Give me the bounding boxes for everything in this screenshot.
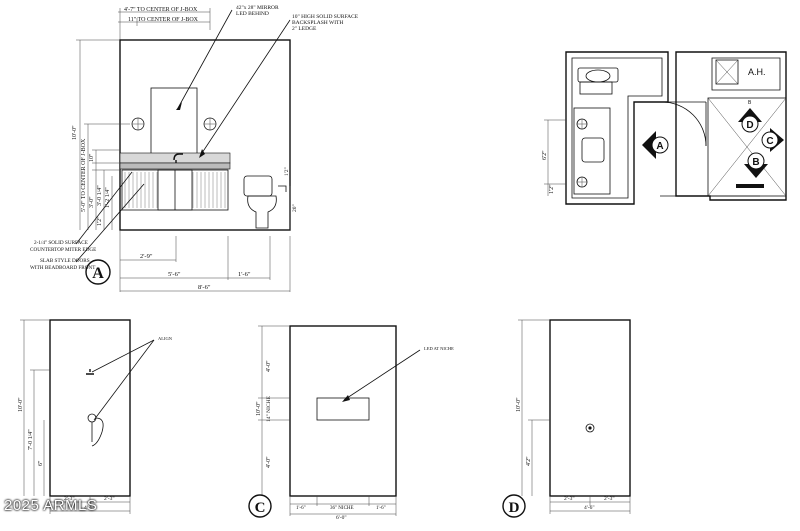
air-handler-box bbox=[715, 59, 739, 85]
elevation-b-dim-3: 4'-6" bbox=[84, 505, 95, 511]
left-dim-outer: 10'-0" bbox=[72, 125, 78, 140]
bottom-dim-1: 2'-9" bbox=[140, 253, 153, 260]
elevation-b-dim-mid: 7'-0 1/4" bbox=[28, 429, 34, 450]
note-counter-1: 2-1/4" SOLID SURFACE bbox=[34, 240, 88, 246]
elevation-b-dim-outer: 10'-0" bbox=[18, 397, 24, 412]
note-doors-2: WITH BEADBOARD FRONT bbox=[30, 265, 96, 271]
note-mirror-2: LED BEHIND bbox=[236, 11, 269, 17]
bottom-dim-2: 5'-6" bbox=[168, 271, 181, 278]
note-backsplash-2: BACKSPLASH WITH bbox=[292, 20, 343, 26]
elevation-b-dim-low: 6" bbox=[38, 460, 44, 466]
plan-dim-a: 6'2" bbox=[542, 150, 548, 160]
left-dim-c: 3'-0 1/4" bbox=[97, 185, 103, 206]
note-mirror-1: 42"x 28" MIRROR bbox=[236, 5, 279, 11]
elevation-c-dim-mid: 14" NICHE bbox=[266, 395, 272, 422]
left-dim-e: 1'2" bbox=[97, 216, 103, 226]
section-marker-d: D bbox=[738, 108, 762, 133]
elevation-tag-d bbox=[502, 494, 526, 518]
svg-text:C: C bbox=[766, 136, 773, 147]
plan-small-b: B bbox=[748, 100, 752, 106]
mirror bbox=[150, 87, 198, 156]
floor-plan: A.H. B 6'2" 1'2" A bbox=[542, 51, 787, 205]
plan-toilet-icon bbox=[577, 67, 619, 95]
elevation-d-dim-1: 2'-3" bbox=[564, 496, 575, 502]
beadboard-front bbox=[124, 172, 226, 208]
shower-head-icon bbox=[86, 369, 94, 375]
dim-top-1: 4'-7" TO CENTER OF J-BOX bbox=[124, 7, 198, 13]
section-marker-c: C bbox=[761, 128, 784, 152]
elevation-c: LED AT NICHE 10'-0" 4'-0" 14" NICHE 4'-0… bbox=[248, 325, 454, 521]
elevation-c-dim-outer: 10'-0" bbox=[256, 401, 262, 416]
note-counter-2: COUNTERTOP MITER EDGE bbox=[30, 247, 96, 253]
section-marker-b: B bbox=[744, 152, 768, 178]
plan-dim-b: 1'2" bbox=[549, 184, 555, 194]
leader-doors bbox=[75, 183, 145, 263]
bottom-dim-4: 8'-6" bbox=[198, 284, 211, 291]
elevation-d-wall bbox=[549, 319, 631, 497]
left-dim-jbox: 5'-0" TO CENTER OF J-BOX bbox=[81, 138, 87, 212]
note-doors-1: SLAB STYLE DOORS bbox=[40, 258, 90, 264]
svg-text:B: B bbox=[752, 157, 759, 168]
elevation-tag-c-label: C bbox=[255, 500, 266, 516]
elevation-b-dim-2: 2'-3" bbox=[104, 496, 115, 502]
elevation-c-dim-top: 4'-0" bbox=[266, 360, 272, 372]
dim-top-2: 11" TO CENTER OF J-BOX bbox=[128, 17, 199, 23]
right-dim-a: 1'2" bbox=[284, 167, 290, 176]
note-align: ALIGN bbox=[158, 336, 173, 341]
elevation-tag-c bbox=[248, 494, 272, 518]
plan-sink bbox=[581, 137, 605, 163]
hand-shower-icon bbox=[87, 413, 104, 447]
leader-backsplash bbox=[199, 19, 291, 157]
elevation-tag-a-label: A bbox=[92, 265, 104, 282]
elevation-d: 10'-0" 4'2" 2'-3" 2'-3" 4'-6" D bbox=[502, 319, 631, 518]
left-dim-d: 1'-2 1/4" bbox=[105, 187, 111, 208]
elevation-b: ALIGN 10'-0" 7'-0 1/4" 6" 2'-3" 2'-3" 4'… bbox=[18, 319, 173, 514]
niche bbox=[316, 397, 370, 421]
elevation-c-dim-4: 6'-0" bbox=[336, 515, 347, 521]
note-led-niche: LED AT NICHE bbox=[424, 346, 454, 351]
elevation-a: 4'-7" TO CENTER OF J-BOX 11" TO CENTER O… bbox=[30, 5, 359, 292]
elevation-b-wall bbox=[49, 319, 131, 497]
elevation-c-dim-1: 1'-6" bbox=[296, 506, 306, 511]
air-handler-label: A.H. bbox=[748, 67, 766, 77]
leader-mirror bbox=[177, 9, 233, 109]
svg-text:A: A bbox=[656, 141, 663, 152]
elevation-d-dim-outer: 10'-0" bbox=[516, 397, 522, 412]
elevation-c-wall bbox=[289, 325, 397, 497]
shower-drain-bar bbox=[736, 184, 764, 188]
note-backsplash-1: 10" HIGH SOLID SURFACE bbox=[292, 14, 359, 20]
note-backsplash-3: 2" LEDGE bbox=[292, 26, 317, 32]
elevation-a-wall bbox=[119, 39, 291, 231]
elevation-tag-d-label: D bbox=[509, 500, 520, 516]
elevation-d-dim-low: 4'2" bbox=[526, 456, 532, 466]
elevation-c-dim-2: 36" NICHE bbox=[330, 506, 354, 511]
section-marker-a: A bbox=[642, 131, 669, 159]
elevation-b-dim-1: 2'-3" bbox=[64, 496, 75, 502]
elevation-d-dim-3: 4'-6" bbox=[584, 505, 595, 511]
elevation-c-dim-3: 1'-6" bbox=[376, 506, 386, 511]
svg-text:D: D bbox=[746, 120, 753, 131]
shower-valve-icon bbox=[585, 423, 595, 433]
left-dim-b: 10" bbox=[89, 153, 95, 162]
backsplash bbox=[119, 152, 231, 164]
left-dim-a: 3'-0" bbox=[89, 196, 95, 208]
plan-vanity bbox=[573, 107, 611, 195]
right-dim-b: 20" bbox=[292, 204, 298, 212]
countertop bbox=[119, 162, 231, 170]
toilet-icon bbox=[243, 175, 287, 229]
faucet-icon bbox=[173, 153, 183, 163]
bottom-dim-3: 1'-6" bbox=[238, 271, 251, 278]
leader-counter bbox=[75, 171, 133, 245]
elevation-tag-a bbox=[85, 259, 111, 285]
elevation-c-dim-low: 4'-0" bbox=[266, 456, 272, 468]
watermark: 2025 ARMLS bbox=[4, 497, 98, 514]
elevation-d-dim-2: 2'-3" bbox=[604, 496, 615, 502]
